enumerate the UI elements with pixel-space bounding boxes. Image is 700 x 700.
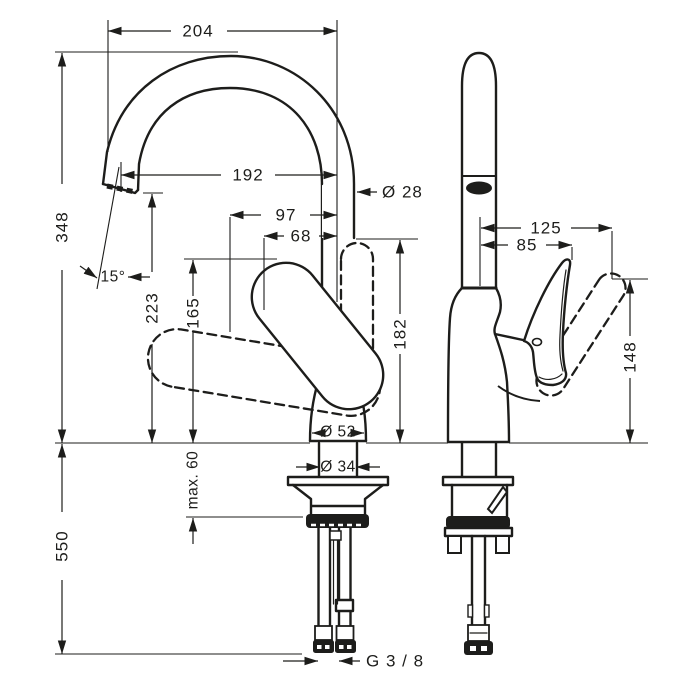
spout-tube-fill	[103, 56, 354, 238]
connector-slot	[347, 645, 352, 649]
dim-125-label: 125	[530, 219, 561, 238]
dim-182-label: 182	[391, 318, 410, 349]
bracket-tab-right	[495, 535, 510, 554]
dim-68-label: 68	[291, 227, 312, 246]
dim-223-label: 223	[143, 292, 162, 323]
hose-coupling-right	[334, 598, 355, 613]
escutcheon-plate-side	[441, 475, 515, 487]
connector-slot	[325, 645, 330, 649]
dim-d34-label: Ø 34	[320, 459, 356, 476]
hose-nipple-right	[335, 625, 355, 641]
handle-lever-front	[253, 264, 382, 408]
connector-slot	[317, 645, 322, 649]
side-view	[441, 51, 627, 655]
body-lip-side	[497, 385, 541, 402]
handle-blade-thickness-line	[559, 269, 567, 372]
foot-slot	[470, 646, 476, 651]
dim-d52-label: Ø 52	[320, 424, 356, 441]
dim-g38-label: G 3 / 8	[366, 652, 424, 671]
mounting-bracket-side	[443, 526, 514, 538]
hose-connector-right	[335, 640, 356, 653]
escutcheon-plate-front	[286, 475, 390, 487]
mounting-nut-side	[446, 516, 510, 529]
rod-nub-right	[483, 604, 490, 618]
stud-head-front	[329, 530, 342, 541]
rod-foot-side	[464, 641, 493, 655]
handle-screw-side	[531, 337, 543, 347]
handle-blade-bottom-line	[538, 373, 563, 380]
connector-slot	[339, 645, 344, 649]
dim-97-label: 97	[276, 206, 297, 225]
dim-165-label: 165	[184, 297, 203, 328]
escutcheon-skirt-front	[291, 483, 385, 516]
shank-front	[317, 441, 359, 479]
mounting-block-side	[450, 483, 509, 518]
clamp-wedge-side	[486, 485, 509, 515]
body-side-left-edge	[446, 286, 511, 444]
spout-outlet-side	[466, 181, 492, 195]
shank-side	[460, 441, 498, 479]
dimensions: 204 348 550 192 Ø 28 97 68 223 165	[53, 22, 640, 671]
dim-15deg-leader	[79, 265, 98, 279]
supply-hose-left	[317, 526, 332, 628]
hose-connector-left	[313, 640, 334, 653]
dim-d28-label: Ø 28	[382, 183, 423, 202]
handle-blade-side	[522, 258, 572, 387]
spout-inner-arc	[136, 86, 324, 192]
dim-550-label: 550	[53, 530, 72, 561]
dim-85-label: 85	[517, 236, 538, 255]
spout-angle-line	[96, 166, 120, 290]
front-view-mounting	[286, 441, 390, 653]
hose-nipple-left	[314, 625, 333, 641]
dim-15deg-label: 15°	[101, 269, 126, 286]
spout-tip-face	[101, 182, 140, 195]
rod-nub-left	[467, 604, 474, 618]
foot-slot	[481, 646, 487, 651]
column-side	[460, 51, 498, 289]
dim-204-label: 204	[182, 22, 213, 41]
threaded-rod-side	[470, 534, 487, 627]
body-shoulder-side	[493, 332, 525, 342]
front-view	[101, 54, 385, 443]
mounting-stud-front	[332, 539, 339, 605]
bracket-tab-left	[447, 535, 462, 554]
dim-max60-label: max. 60	[185, 451, 202, 510]
reference-lines	[55, 20, 648, 655]
dim-192-label: 192	[232, 166, 263, 185]
dim-148-label: 148	[621, 341, 640, 372]
dim-348-label: 348	[53, 211, 72, 242]
aerator-face	[106, 183, 134, 194]
supply-hose-right	[337, 526, 352, 628]
spout-outer-arc	[101, 54, 356, 240]
